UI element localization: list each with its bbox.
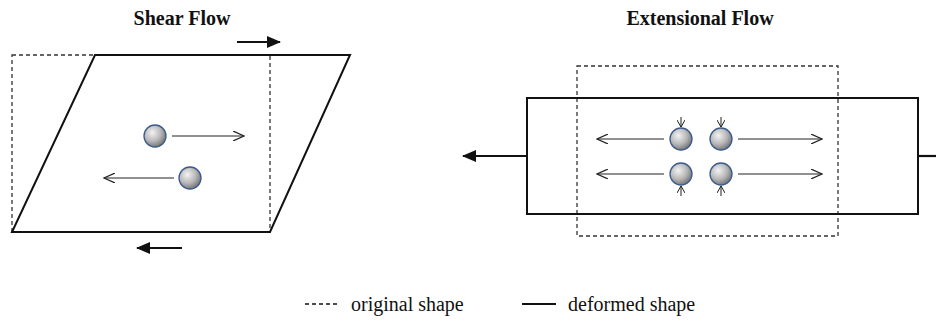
legend-item: original shape [305, 292, 464, 316]
shear-arrow [137, 247, 182, 249]
panel-title: Extensional Flow [626, 6, 773, 30]
legend-text: original shape [351, 292, 464, 316]
shear-flow-figure [12, 42, 350, 248]
particle [670, 163, 692, 185]
particle [179, 167, 201, 189]
original-shape [12, 55, 270, 232]
legend-text: deformed shape [568, 292, 695, 316]
particle [710, 128, 732, 150]
particle [710, 163, 732, 185]
deformed-shape [12, 55, 350, 232]
extensional-flow-figure [463, 66, 936, 236]
legend-item: deformed shape [522, 292, 695, 316]
pull-arrow [463, 155, 527, 157]
particle [144, 125, 166, 147]
panel-title: Shear Flow [134, 6, 231, 30]
velocity-arrow [172, 136, 244, 137]
velocity-arrow [104, 178, 174, 179]
velocity-arrows [597, 117, 822, 196]
original-shape [577, 66, 838, 236]
legend-sample [305, 299, 339, 309]
deformed-shape [527, 98, 918, 214]
shear-arrow [237, 41, 280, 43]
particle [670, 128, 692, 150]
legend-sample [522, 299, 556, 309]
pull-arrow [918, 155, 936, 157]
